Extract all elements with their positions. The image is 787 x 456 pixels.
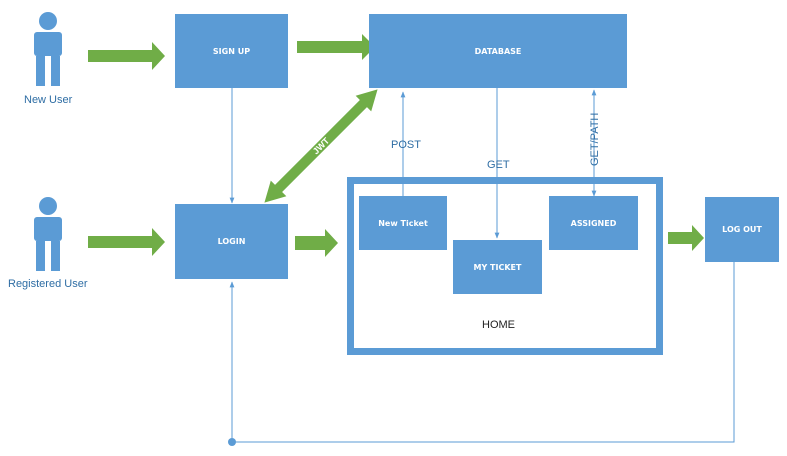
login-to-home-arrow	[295, 229, 338, 257]
registered-user-to-login-arrow	[88, 228, 165, 256]
home-to-logout-arrow	[668, 225, 704, 251]
home-label: HOME	[482, 319, 515, 331]
sign-up-label: SIGN UP	[212, 46, 251, 56]
post-label: POST	[391, 139, 421, 151]
new-ticket-box: New Ticket	[359, 196, 447, 250]
signup-to-database-arrow	[297, 34, 375, 60]
registered-user-person-icon	[34, 197, 62, 271]
login-box: LOGIN	[175, 204, 288, 279]
database-box: DATABASE	[369, 14, 627, 88]
new-user-label: New User	[24, 94, 73, 106]
log-out-label: LOG OUT	[722, 225, 762, 234]
log-out-box: LOG OUT	[705, 197, 779, 262]
new-ticket-label: New Ticket	[378, 218, 428, 228]
new-user-person-icon	[34, 12, 62, 86]
registered-user-label: Registered User	[8, 278, 88, 290]
get-label: GET	[487, 159, 510, 171]
my-ticket-label: MY TICKET	[473, 262, 522, 272]
database-label: DATABASE	[474, 46, 522, 56]
sign-up-box: SIGN UP	[175, 14, 288, 88]
new-user-to-signup-arrow	[88, 42, 165, 70]
my-ticket-box: MY TICKET	[453, 240, 542, 294]
get-path-label: GET/PATH	[589, 113, 601, 166]
assigned-label: ASSIGNED	[570, 218, 617, 228]
logout-return-line	[229, 262, 735, 443]
login-label: LOGIN	[217, 237, 246, 246]
home-container	[347, 177, 663, 355]
assigned-box: ASSIGNED	[549, 196, 638, 250]
return-junction-dot	[228, 438, 236, 446]
